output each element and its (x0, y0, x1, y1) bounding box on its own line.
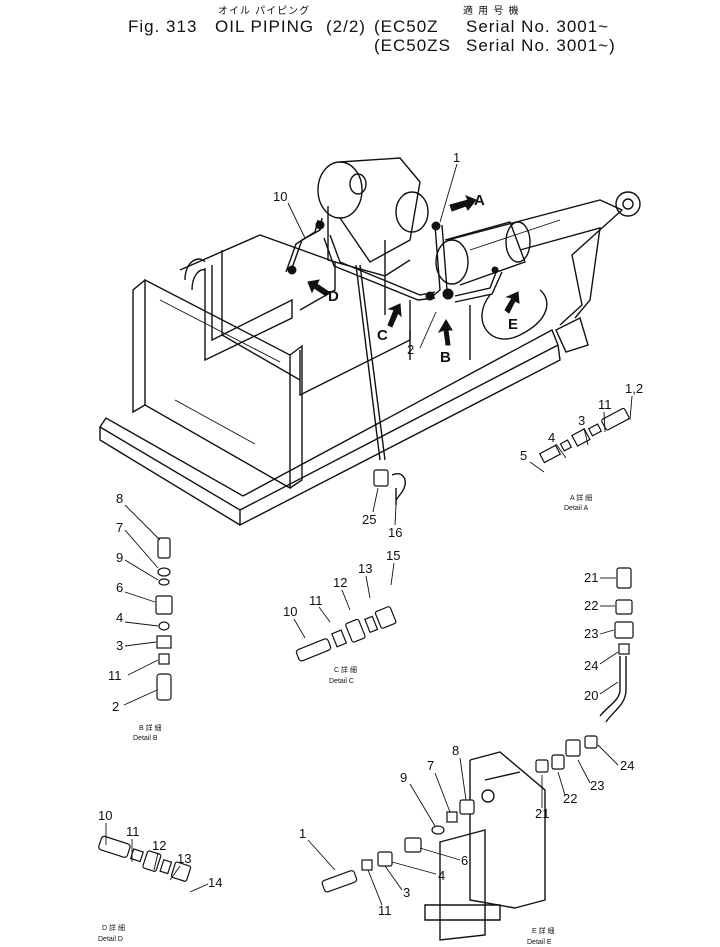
detail-d: 10 11 12 13 14 D 詳 細 Detail D (98, 808, 222, 943)
callout-b-7: 7 (116, 520, 123, 535)
serial-ec50z: Serial No. 3001~ (466, 17, 610, 36)
main-oil-pipes (285, 217, 503, 461)
callout-main-1: 1 (453, 150, 460, 165)
callout-e-21: 21 (535, 806, 549, 821)
callout-a-1-2: 1,2 (625, 381, 643, 396)
callout-b-6: 6 (116, 580, 123, 595)
callout-c-15: 15 (386, 548, 400, 563)
clamp-assembly (373, 469, 406, 505)
title-japanese: オイル パイピング (218, 6, 311, 17)
callout-e-23-top: 23 (584, 626, 598, 641)
model-ec50z: (EC50Z (374, 17, 439, 36)
model-ec50zs: (EC50ZS (374, 36, 451, 55)
callout-a-11: 11 (598, 397, 612, 412)
callout-b-11: 11 (108, 668, 122, 683)
callout-a-3: 3 (578, 413, 585, 428)
callout-b-2: 2 (112, 699, 119, 714)
callout-e-1: 1 (299, 826, 306, 841)
detail-c-caption: Detail C (329, 678, 354, 685)
arrow-label-c: C (377, 327, 388, 344)
callout-b-8: 8 (116, 491, 123, 506)
sheet-indicator: (2/2) (326, 17, 366, 36)
callout-c-13: 13 (358, 561, 372, 576)
figure-number: Fig. 313 (128, 17, 198, 36)
machine-frame (99, 157, 641, 527)
detail-b: 8 7 9 6 4 3 11 2 B 詳 細 Detail B (108, 491, 173, 742)
callout-main-16: 16 (388, 525, 402, 540)
detail-e-bracket: 24 23 22 21 8 7 9 6 4 1 3 11 E 詳 細 Detai… (299, 735, 634, 946)
callout-e-7: 7 (427, 758, 434, 773)
callout-main-2: 2 (407, 342, 414, 357)
callout-e-24-top: 24 (584, 658, 598, 673)
callout-e-20: 20 (584, 688, 598, 703)
callout-d-10: 10 (98, 808, 112, 823)
detail-e-caption: Detail E (527, 939, 552, 946)
callout-b-4: 4 (116, 610, 123, 625)
callout-e-21-top: 21 (584, 570, 598, 585)
callout-a-4: 4 (548, 430, 555, 445)
callout-d-12: 12 (152, 838, 166, 853)
serial-ec50zs: Serial No. 3001~) (466, 36, 616, 55)
detail-c: 15 13 12 11 10 C 詳 細 Detail C (283, 548, 400, 685)
callout-e-22: 22 (563, 791, 577, 806)
detail-d-caption: Detail D (98, 936, 123, 943)
callout-e-22-top: 22 (584, 598, 598, 613)
detail-a-caption: Detail A (564, 505, 588, 512)
callout-e-8: 8 (452, 743, 459, 758)
callout-d-11: 11 (126, 824, 140, 839)
main-callouts: 10 1 2 25 16 (273, 150, 460, 540)
page-title: OIL PIPING (215, 17, 315, 36)
view-arrows: A B C D E (307, 192, 520, 366)
callout-e-11: 11 (378, 903, 392, 918)
callout-c-12: 12 (333, 575, 347, 590)
detail-d-caption-jp: D 詳 細 (102, 923, 125, 932)
applicable-models-japanese: 適 用 号 機 (463, 6, 520, 17)
callout-d-13: 13 (177, 851, 191, 866)
detail-e-caption-jp: E 詳 細 (532, 926, 555, 935)
detail-e-stack: 21 22 23 24 20 (584, 567, 634, 723)
arrow-label-b: B (440, 349, 451, 366)
detail-c-caption-jp: C 詳 細 (334, 665, 357, 674)
callout-c-11: 11 (309, 593, 323, 608)
callout-main-25: 25 (362, 512, 376, 527)
detail-a-caption-jp: A 詳 細 (570, 493, 592, 502)
arrow-label-e: E (508, 316, 518, 333)
callout-e-9: 9 (400, 770, 407, 785)
callout-e-4: 4 (438, 868, 445, 883)
detail-b-caption: Detail B (133, 735, 158, 742)
callout-e-6: 6 (461, 853, 468, 868)
callout-b-3: 3 (116, 638, 123, 653)
arrow-label-d: D (328, 288, 339, 305)
callout-e-3: 3 (403, 885, 410, 900)
callout-e-24: 24 (620, 758, 634, 773)
callout-d-14: 14 (208, 875, 222, 890)
detail-a: 1,2 11 3 4 5 A 詳 細 Detail A (520, 381, 643, 512)
detail-b-caption-jp: B 詳 細 (139, 723, 162, 732)
arrow-label-a: A (474, 192, 485, 209)
callout-a-5: 5 (520, 448, 527, 463)
callout-b-9: 9 (116, 550, 123, 565)
callout-c-10: 10 (283, 604, 297, 619)
callout-e-23: 23 (590, 778, 604, 793)
callout-main-10: 10 (273, 189, 287, 204)
